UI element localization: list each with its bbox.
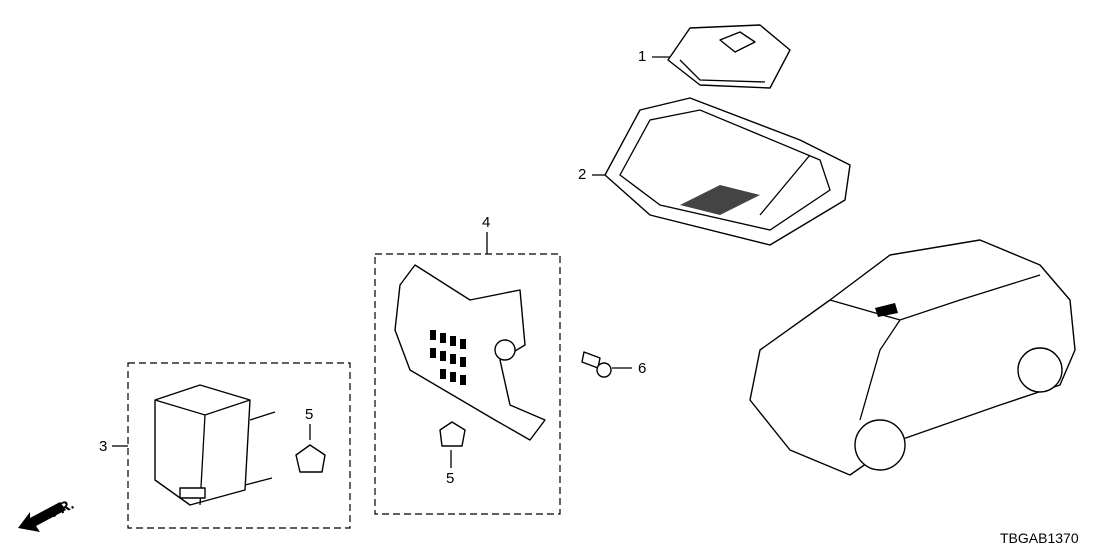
callout-3: 3 <box>99 438 108 455</box>
part-5-clip <box>295 421 466 473</box>
callout-5a: 5 <box>305 406 314 423</box>
callout-1: 1 <box>638 48 647 65</box>
front-arrow-icon <box>18 502 66 532</box>
callout-5b: 5 <box>446 470 455 487</box>
part-1-camera <box>667 24 791 89</box>
callout-6: 6 <box>638 360 647 377</box>
callout-4: 4 <box>482 214 491 231</box>
leader-lines <box>112 56 670 468</box>
part-2-cover <box>604 97 851 246</box>
callout-2: 2 <box>578 166 587 183</box>
vehicle-location-illustration <box>749 239 1076 476</box>
kit-box-4 <box>374 253 561 515</box>
diagram-code: TBGAB1370 <box>1000 530 1079 546</box>
part-3-radar-unit <box>154 384 276 506</box>
part-4-bracket <box>394 264 546 441</box>
part-6-bolt <box>581 351 612 378</box>
kit-box-3 <box>127 362 351 529</box>
